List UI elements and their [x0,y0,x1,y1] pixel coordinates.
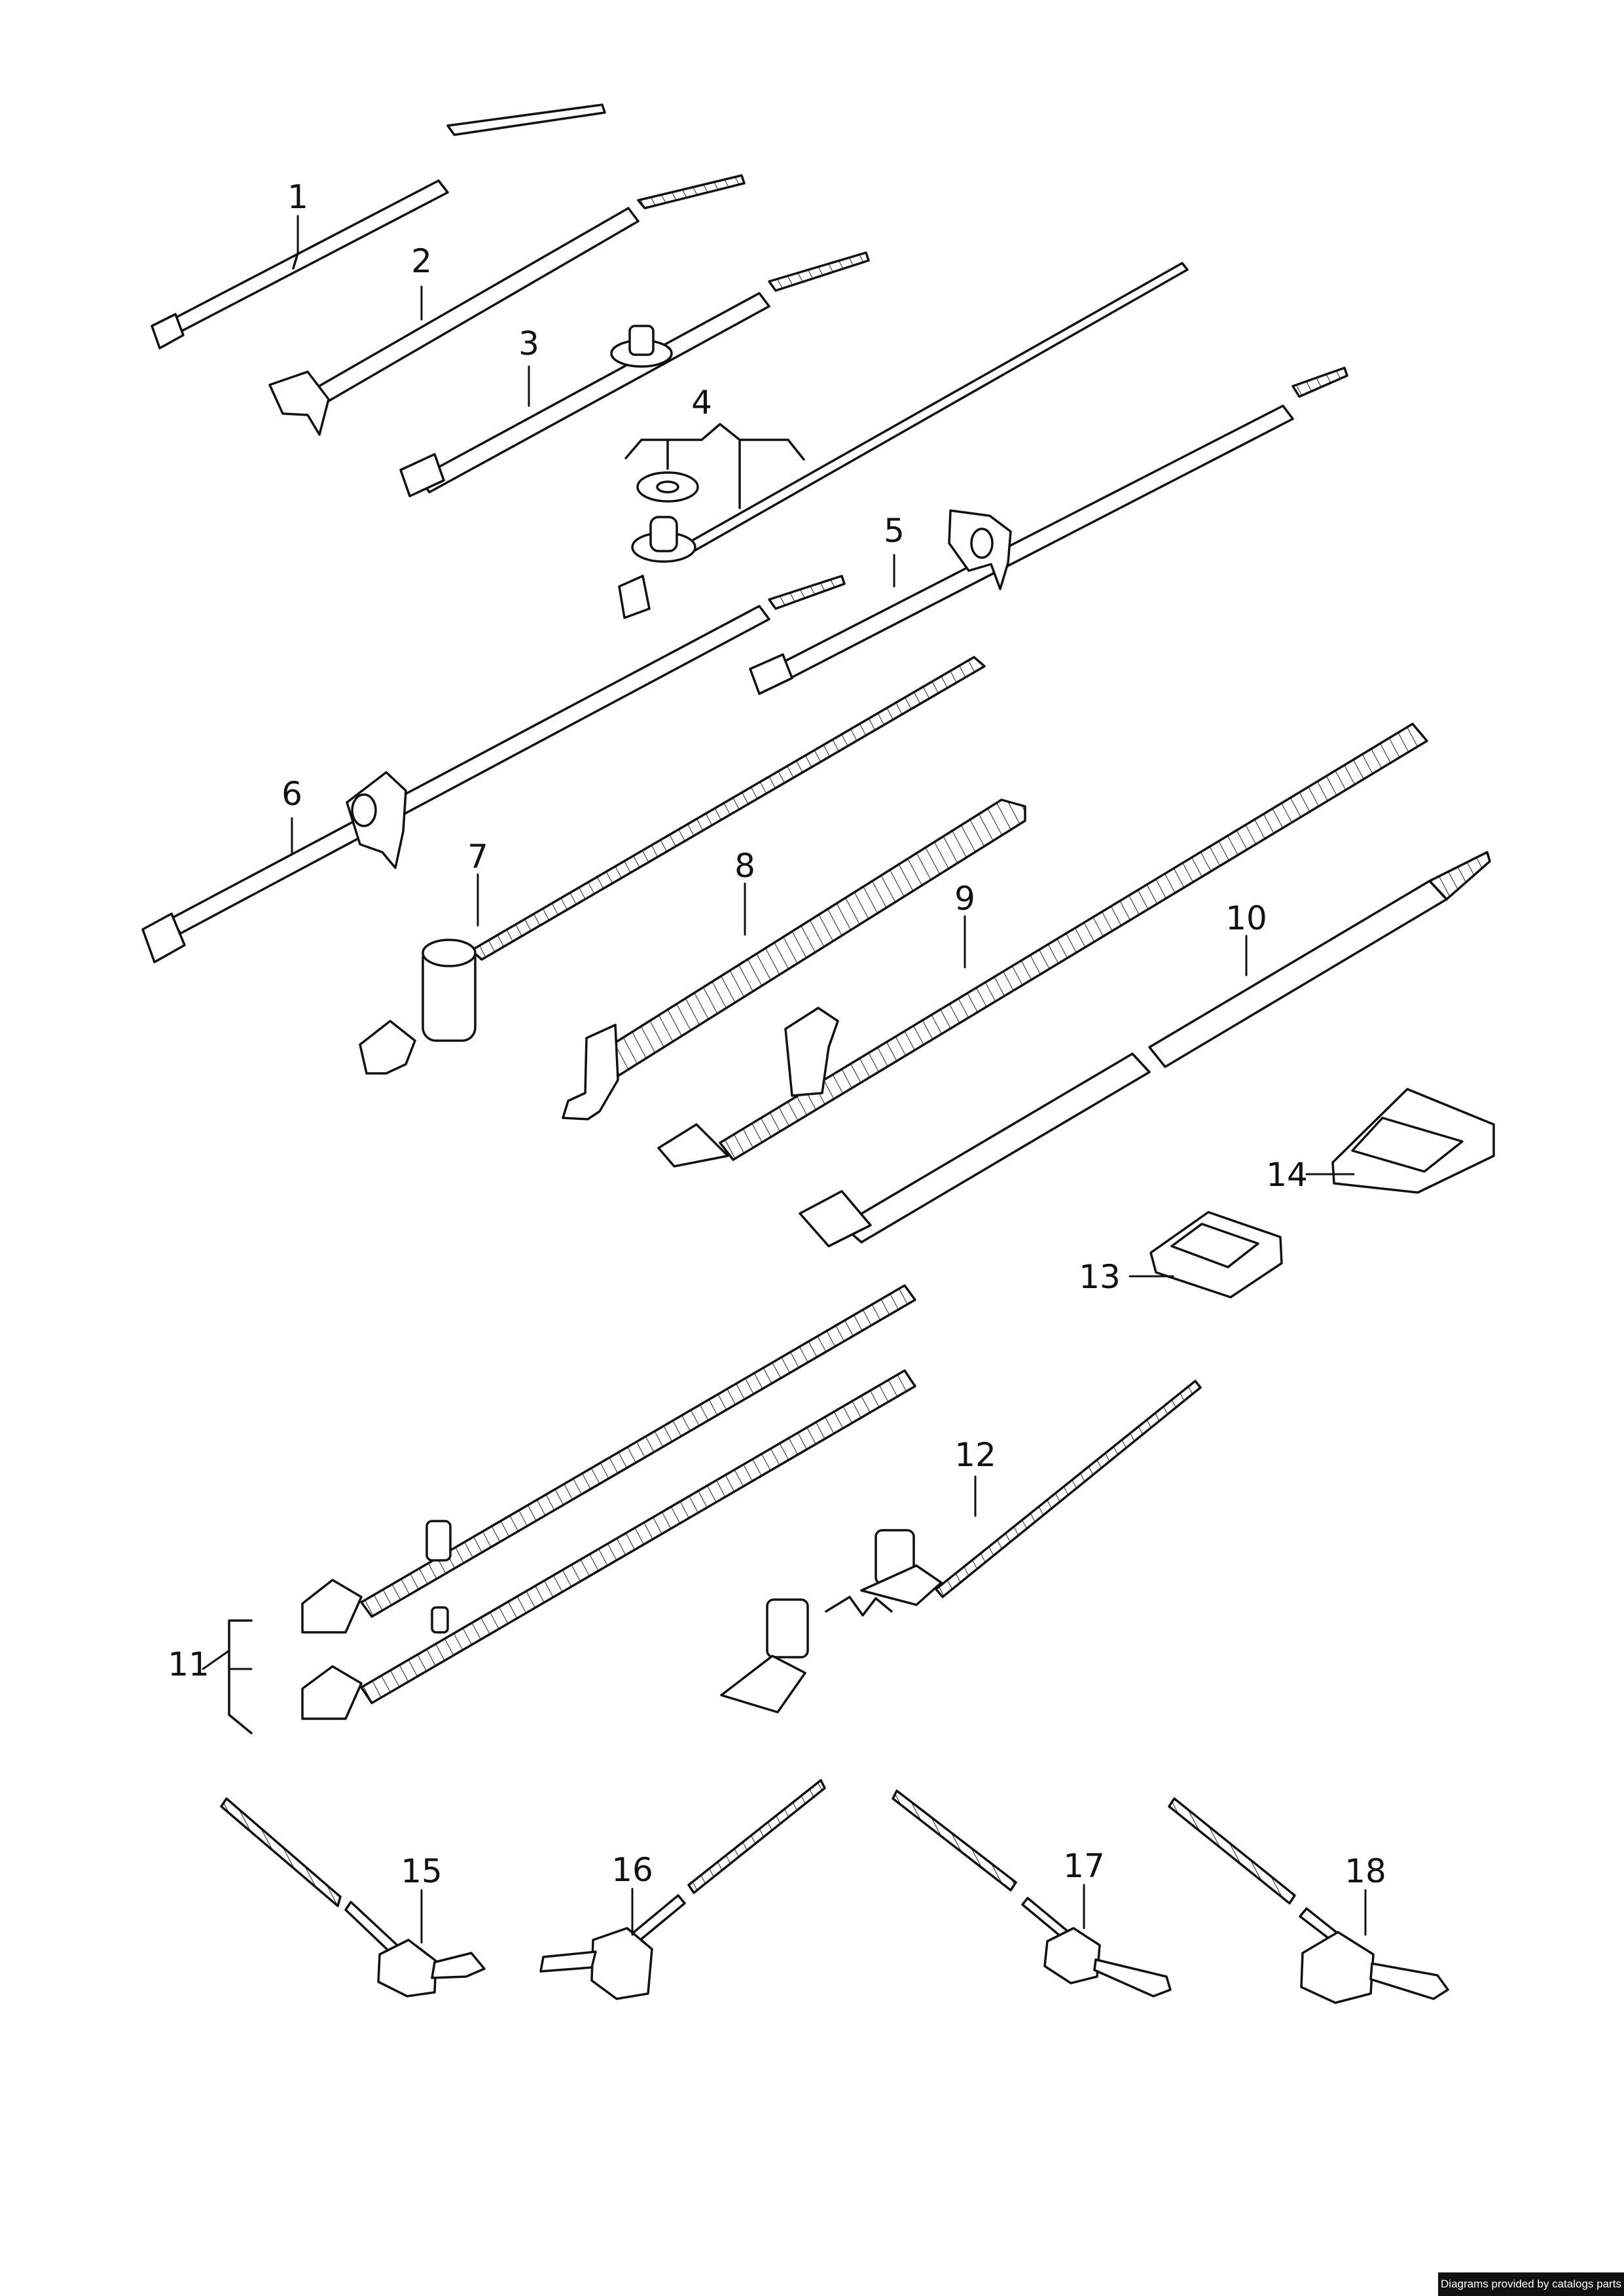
diagram-credit: Diagrams provided by catalogs parts [1438,2272,1624,2296]
part-11-cable-tie-set [228,1284,916,1734]
callout-2: 2 [411,242,432,280]
callout-3: 3 [518,325,539,363]
callout-9: 9 [954,880,975,918]
part-10-cable-tie-wide [799,851,1491,1247]
part-17-edge-clip-tie [892,1789,1172,1998]
part-14-adhesive-mount-large [1331,1088,1495,1194]
callout-18: 18 [1344,1852,1386,1890]
callout-5: 5 [884,512,905,550]
callout-1: 1 [287,178,308,216]
part-2-cable-tie-with-clip [268,174,746,436]
part-9-cable-tie-with-clamp [657,723,1428,1168]
callout-4: 4 [691,384,712,422]
callout-11: 11 [168,1645,209,1683]
part-12-dual-mount-strap [720,1380,1202,1713]
part-8-mounting-strap [562,798,1026,1121]
callout-10: 10 [1225,899,1267,937]
part-7-cable-tie-with-sleeve [359,656,986,1075]
part-4-tie-with-washer [618,262,1189,619]
callout-labels: 1 2 3 4 5 6 7 8 9 10 11 12 13 14 15 16 1… [168,178,1386,1890]
part-3-cable-tie-with-push-pin [399,251,870,497]
part-15-edge-clip-tie [220,1797,486,1998]
callout-6: 6 [281,775,302,813]
part-16-edge-clip-tie [539,1779,826,2000]
part-18-edge-clip-tie [1168,1797,1449,2004]
callout-13: 13 [1079,1258,1121,1296]
callout-14: 14 [1266,1156,1308,1194]
part-6-cable-tie-with-clip [141,575,846,963]
part-1-cable-tie [151,103,606,350]
callout-15: 15 [401,1852,442,1890]
part-13-adhesive-mount [1149,1211,1283,1299]
callout-12: 12 [954,1436,996,1474]
callout-16: 16 [611,1851,653,1889]
callout-8: 8 [734,847,755,885]
part-5-cable-tie-with-mount [749,367,1348,695]
callout-7: 7 [467,838,488,876]
callout-17: 17 [1063,1847,1105,1885]
callout-leader-lines [202,215,1367,1944]
